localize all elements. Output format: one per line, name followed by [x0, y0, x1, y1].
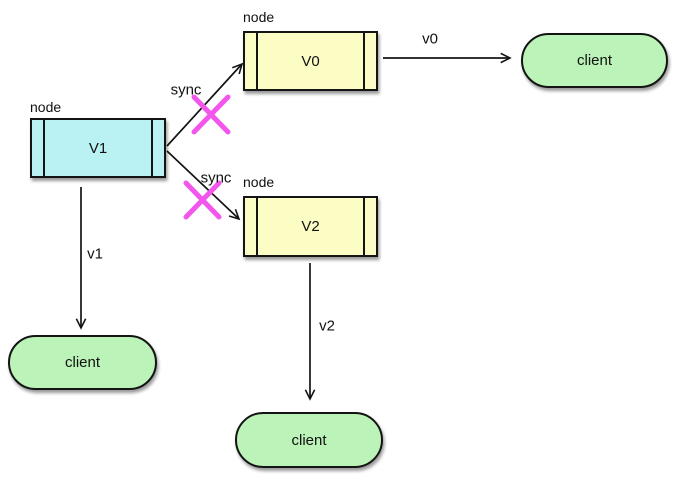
- node-v0: V0: [243, 31, 378, 91]
- client-of-v0: client: [521, 33, 668, 88]
- edge-sync-v1-v2: [166, 150, 241, 221]
- edge-label-sync-v2: sync: [200, 169, 232, 187]
- client-of-v0-label: client: [576, 52, 613, 69]
- client-of-v2-label: client: [291, 431, 327, 449]
- node-v2-caption: node: [243, 174, 275, 190]
- node-v1: V1: [30, 118, 166, 178]
- node-v2: V2: [243, 196, 378, 257]
- client-of-v1: client: [8, 335, 157, 390]
- edge-label-v1: v1: [87, 245, 103, 263]
- cross-out-sync-v0: [191, 94, 231, 135]
- edge-label-sync-v0: sync: [170, 81, 202, 99]
- client-of-v1-label: client: [64, 354, 101, 371]
- node-v1-caption: node: [30, 99, 62, 115]
- node-v1-label: V1: [88, 139, 108, 157]
- edge-label-v2: v2: [319, 317, 335, 335]
- node-v2-label: V2: [301, 218, 320, 235]
- edge-label-v0: v0: [422, 30, 438, 48]
- node-v0-caption: node: [243, 9, 275, 25]
- client-of-v2: client: [235, 412, 383, 468]
- node-v0-label: V0: [301, 52, 320, 70]
- cross-out-sync-v2: [183, 180, 222, 220]
